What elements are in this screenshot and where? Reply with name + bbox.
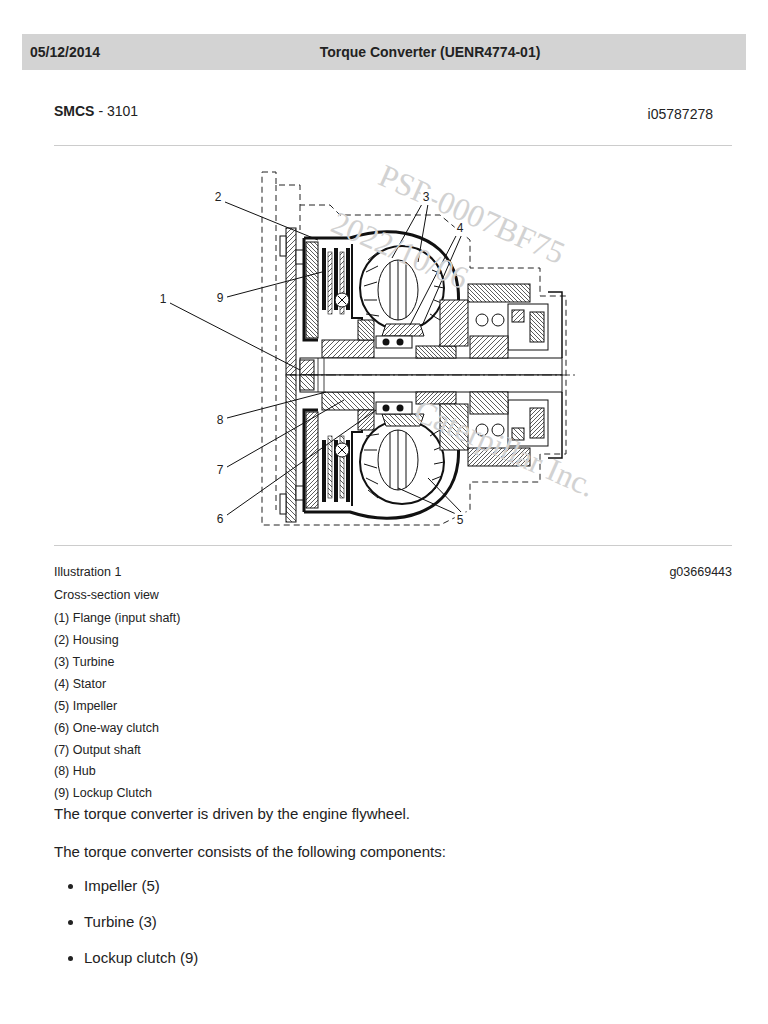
date-text: 05/12/2014 <box>30 43 100 61</box>
component-list: Impeller (5) Turbine (3) Lockup clutch (9) <box>54 875 198 983</box>
caption-line: (5) Impeller <box>54 698 117 714</box>
caption-line: (8) Hub <box>54 763 96 779</box>
body-text: The torque converter is driven by the en… <box>54 804 410 824</box>
callout-number: 1 <box>158 291 169 307</box>
caption-line: (4) Stator <box>54 676 106 692</box>
caption-line: (7) Output shaft <box>54 742 141 758</box>
page-title: Torque Converter (UENR4774-01) <box>320 43 541 61</box>
caption-line: (3) Turbine <box>54 654 114 670</box>
header-band: 05/12/2014 Torque Converter (UENR4774-01) <box>22 34 746 70</box>
caption-line: (9) Lockup Clutch <box>54 785 152 801</box>
rule-line <box>54 146 732 546</box>
smcs-label: SMCS <box>54 102 94 120</box>
callout-number: 4 <box>455 220 466 236</box>
callout-number: 6 <box>215 511 226 527</box>
callout-number: 2 <box>213 189 224 205</box>
list-item: Turbine (3) <box>84 911 198 933</box>
doc-id: i05787278 <box>648 105 713 123</box>
callout-number: 7 <box>215 462 226 478</box>
body-text: The torque converter consists of the fol… <box>54 842 446 862</box>
center-line <box>290 375 575 376</box>
caption-line: (2) Housing <box>54 632 119 648</box>
callout-number: 5 <box>455 512 466 528</box>
caption-line: Cross-section view <box>54 587 159 603</box>
callout-number: 3 <box>421 189 432 205</box>
list-item: Lockup clutch (9) <box>84 947 198 969</box>
callout-number: 9 <box>215 290 226 306</box>
list-item: Impeller (5) <box>84 875 198 897</box>
callout-number: 8 <box>215 412 226 428</box>
graphic-id: g03669443 <box>669 564 732 580</box>
caption-line: (6) One-way clutch <box>54 720 159 736</box>
figure-number: Illustration 1 <box>54 564 121 580</box>
caption-line: (1) Flange (input shaft) <box>54 610 180 626</box>
smcs-code: - 3101 <box>98 102 138 120</box>
